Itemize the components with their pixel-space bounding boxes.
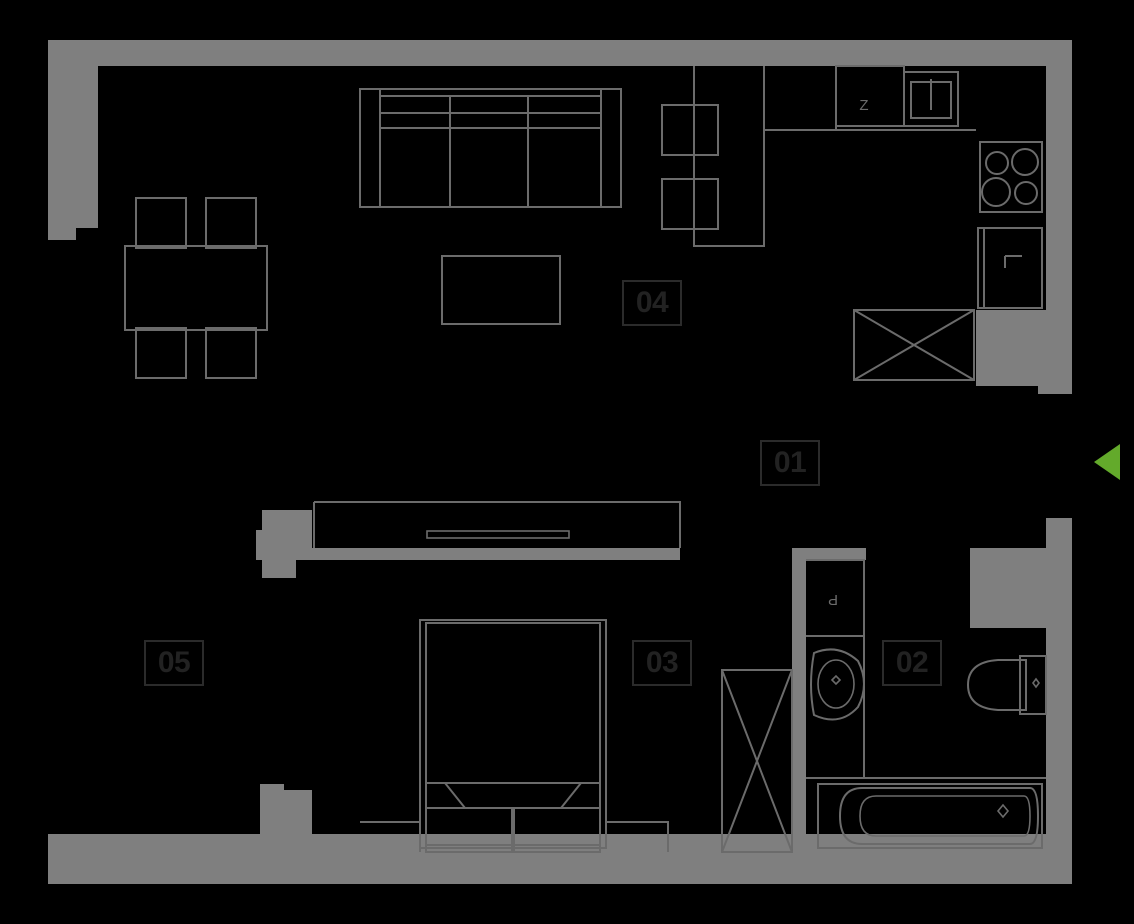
bedroom-furniture — [360, 619, 669, 853]
wardrobe — [313, 501, 681, 548]
sofa — [359, 88, 622, 208]
wall-right-kitchen-nib — [976, 310, 1046, 394]
wall-wardrobe-pilaster — [256, 510, 312, 578]
walls — [48, 40, 1072, 884]
washing-machine-label-glyph: P — [828, 591, 838, 608]
refrigerator — [977, 227, 1043, 309]
wall-right-lower — [1046, 518, 1072, 884]
nightstand — [513, 807, 601, 853]
bar-stool — [661, 104, 719, 156]
wall-bottom — [48, 834, 1072, 884]
dining-chair — [135, 327, 187, 379]
dishwasher-label-glyph: Z — [859, 97, 868, 114]
room-label-04[interactable]: 04 — [622, 280, 682, 326]
cooktop — [979, 141, 1043, 213]
room-label-02[interactable]: 02 — [882, 640, 942, 686]
storage-closet — [721, 669, 793, 853]
dining-chair — [135, 197, 187, 249]
dining-chair — [205, 197, 257, 249]
wall-top — [48, 40, 1072, 66]
nightstand — [425, 807, 513, 853]
wall-bathroom-left — [792, 556, 806, 850]
bar-stool — [661, 178, 719, 230]
room-label-01[interactable]: 01 — [760, 440, 820, 486]
wall-bathroom-top-right-nib — [970, 548, 986, 560]
wall-bathroom-top-right — [970, 548, 1046, 628]
wall-bathroom-top — [792, 548, 866, 560]
bedroom-shelf — [606, 821, 669, 852]
toilet — [966, 655, 1047, 715]
utility-closet — [853, 309, 975, 381]
coffee-table — [441, 255, 561, 325]
bedroom-shelf — [360, 821, 421, 852]
dining-table — [124, 245, 268, 331]
bathroom-furniture — [806, 559, 1047, 849]
bathroom-sink — [806, 635, 865, 779]
room-label-05[interactable]: 05 — [144, 640, 204, 686]
entrance-arrow-icon[interactable] — [1094, 444, 1120, 480]
room-label-03[interactable]: 03 — [632, 640, 692, 686]
wall-bottom-column — [260, 784, 312, 834]
kitchen-sink — [903, 71, 959, 127]
wall-right-upper — [1046, 40, 1072, 394]
wall-corridor-divider — [262, 548, 680, 560]
dining-chair — [205, 327, 257, 379]
wall-left-upper — [48, 40, 98, 240]
dishwasher — [835, 65, 905, 127]
living-room-furniture — [124, 65, 1043, 381]
bathtub — [806, 777, 1046, 849]
wall-left-lower — [48, 834, 72, 884]
